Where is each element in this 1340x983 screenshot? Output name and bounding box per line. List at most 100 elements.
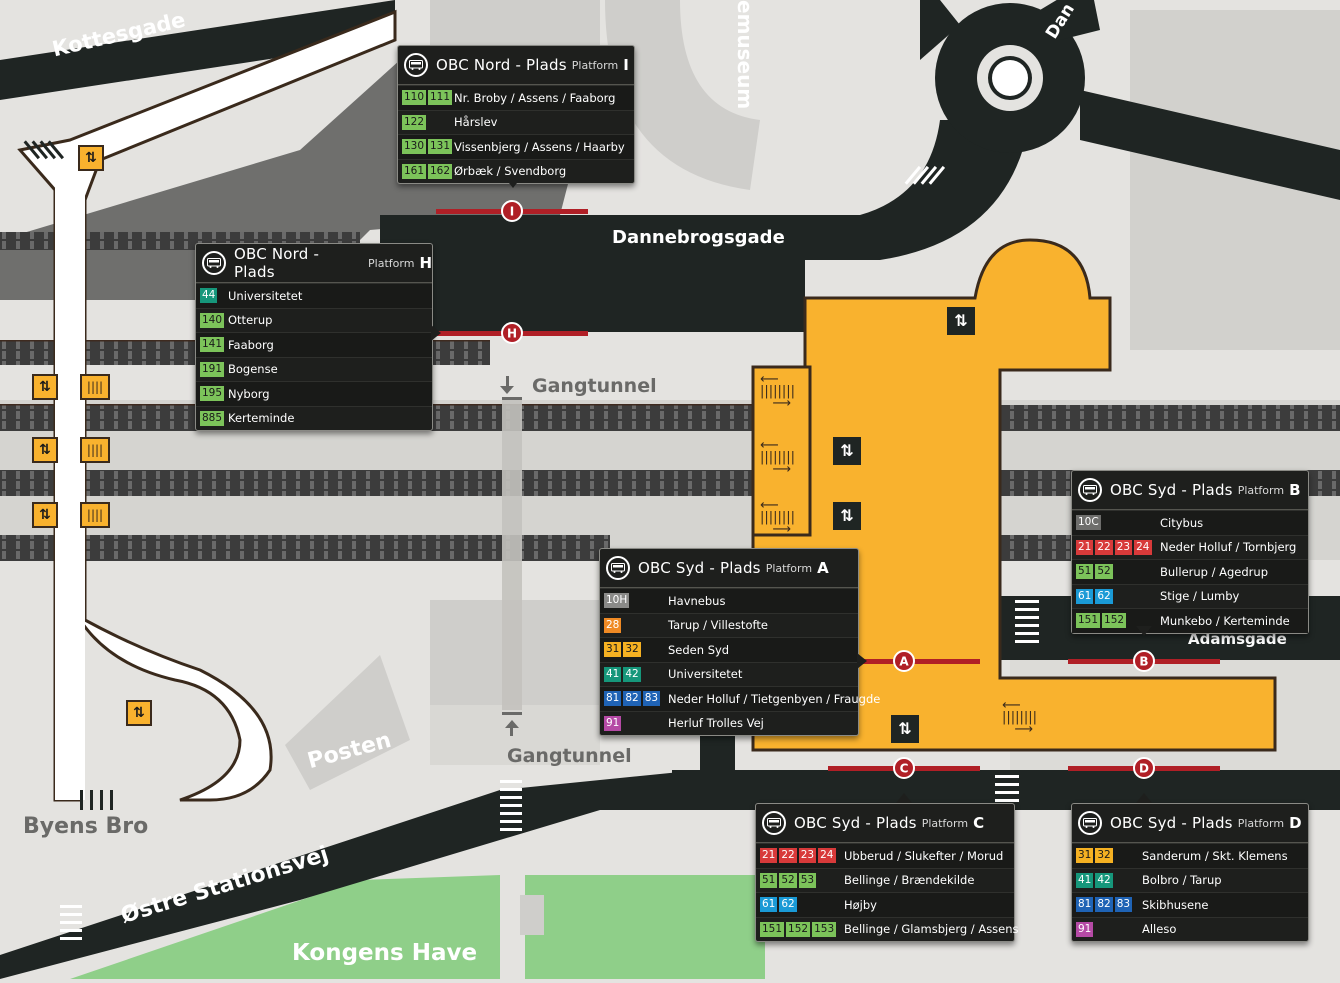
stairs-up-down-icon: ⇅ — [833, 437, 861, 465]
route-badge: 51 — [1076, 564, 1094, 580]
escalator-icon: ⟵|||||||| ⟶ — [1002, 698, 1038, 737]
stairs-up-down-icon: ⇅ — [32, 374, 58, 400]
panel-pointer — [505, 178, 521, 188]
panel-platform-word: Platform — [1237, 483, 1285, 497]
panel-pointer — [857, 653, 867, 669]
route-badge: 41 — [1076, 872, 1094, 888]
route-destination: Bullerup / Agedrup — [1160, 564, 1269, 579]
escalator-icon: ⟵|||||||| ⟶ — [760, 498, 796, 537]
route-destination: Højby — [844, 897, 877, 912]
route-badge: 22 — [779, 848, 797, 864]
route-badge: 83 — [642, 691, 661, 707]
route-badge: 44 — [200, 288, 218, 304]
place-label-museum: emuseum — [733, 0, 757, 110]
route-destination: Neder Holluf / Tietgenbyen / Fraugde — [668, 691, 881, 706]
route-badge: 152 — [1102, 613, 1127, 629]
route-badge: 53 — [798, 872, 817, 888]
place-label-gangtunnel-top: Gangtunnel — [532, 375, 657, 397]
route-destination: Alleso — [1142, 922, 1177, 937]
stairs-up-down-icon: ⇅ — [78, 145, 104, 171]
route-badge: 111 — [428, 90, 452, 106]
panel-header: OBC Syd - Plads Platform A — [600, 549, 858, 588]
panel-header: OBC Syd - Plads Platform C — [756, 804, 1014, 843]
route-row[interactable]: 44 Universitetet — [196, 283, 432, 308]
stairs-up-down-icon: ⇅ — [833, 502, 861, 530]
stairs-up-down-icon: ⇅ — [891, 715, 919, 743]
route-destination: Universitetet — [228, 288, 303, 303]
escalator-icon: ⟵|||||||| ⟶ — [760, 372, 796, 411]
platform-marker-h[interactable]: H — [501, 322, 523, 344]
panel-title: OBC Syd - Plads — [638, 559, 761, 577]
platform-marker-i[interactable]: I — [501, 200, 523, 222]
route-destination: Bellinge / Glamsbjerg / Assens — [844, 922, 1019, 937]
route-badge: 62 — [1095, 588, 1113, 604]
street-label-dannebrogsgade: Dannebrogsgade — [612, 227, 785, 248]
platform-marker-a[interactable]: A — [893, 650, 915, 672]
bus-icon — [202, 251, 226, 275]
route-badge: 122 — [402, 114, 427, 130]
route-destination: Neder Holluf / Tornbjerg — [1160, 540, 1297, 555]
platform-marker-a-label: A — [899, 655, 909, 669]
platform-marker-b[interactable]: B — [1133, 650, 1155, 672]
panel-platform-word: Platform — [765, 561, 813, 575]
panel-header: OBC Syd - Plads Platform B — [1072, 471, 1308, 510]
route-destination: Ørbæk / Svendborg — [454, 164, 567, 179]
stairs-up-down-icon: ⇅ — [32, 502, 58, 528]
panel-title: OBC Syd - Plads — [1110, 481, 1233, 499]
route-destination: Bogense — [228, 362, 278, 377]
panel-pointer — [1136, 793, 1152, 803]
escalator-icon: |||| — [80, 374, 110, 400]
platform-marker-c[interactable]: C — [893, 757, 915, 779]
route-badge: 195 — [200, 386, 225, 402]
route-badge: 162 — [428, 163, 452, 179]
route-badge: 81 — [604, 691, 622, 707]
route-badge: 31 — [604, 642, 622, 658]
route-badge: 41 — [604, 666, 622, 682]
route-badge: 21 — [1076, 539, 1094, 555]
route-badge: 81 — [1076, 897, 1094, 913]
route-badge: 161 — [402, 163, 426, 179]
route-badge: 191 — [200, 361, 225, 377]
platform-marker-d[interactable]: D — [1133, 757, 1155, 779]
panel-platform-word: Platform — [1237, 816, 1285, 830]
street-label-adamsgade: Adamsgade — [1188, 630, 1287, 648]
panel-title: OBC Syd - Plads — [794, 814, 917, 832]
